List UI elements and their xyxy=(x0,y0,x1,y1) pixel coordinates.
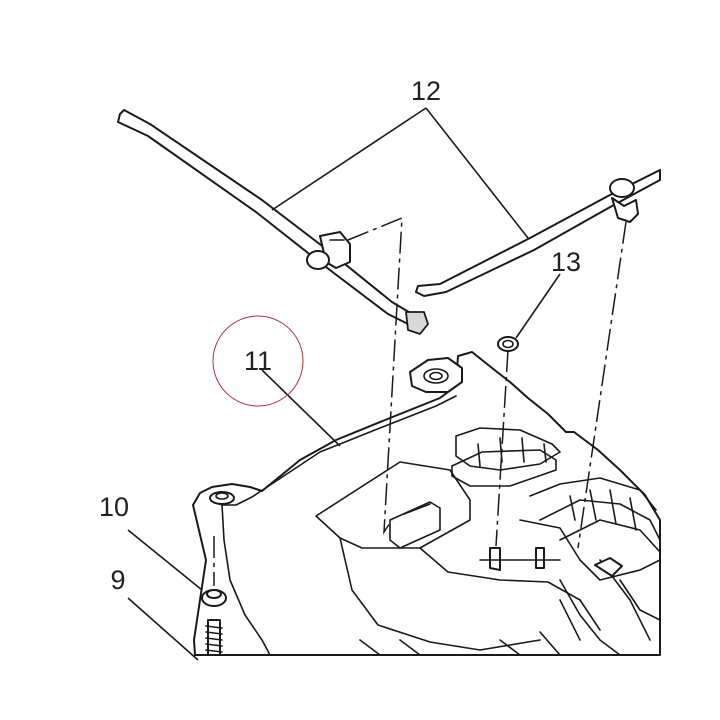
leader-lines xyxy=(127,107,561,661)
callout-13: 13 xyxy=(551,247,581,277)
callout-10: 10 xyxy=(99,492,129,522)
clip xyxy=(497,336,519,352)
screw xyxy=(205,619,223,656)
alignment-lines xyxy=(213,216,627,586)
cable-tie-right xyxy=(415,169,661,297)
callout-11: 11 xyxy=(244,346,272,376)
callout-9: 9 xyxy=(110,565,125,595)
bracket-housing xyxy=(192,351,661,656)
cable-tie-left xyxy=(117,109,429,335)
callout-12: 12 xyxy=(411,76,441,106)
washer xyxy=(201,589,227,607)
highlight-circle xyxy=(212,315,304,407)
